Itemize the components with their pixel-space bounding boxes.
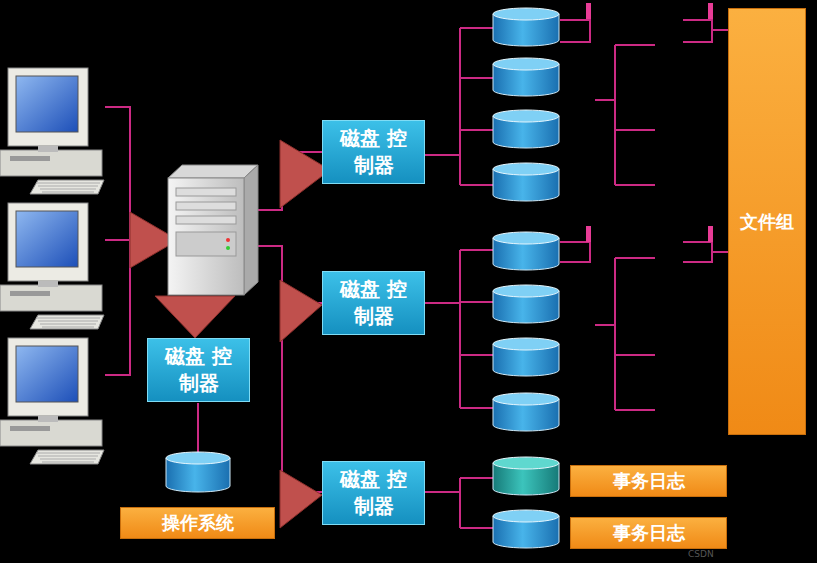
node-label: 操作系统 <box>162 511 234 535</box>
disk <box>493 163 559 201</box>
wire <box>197 403 199 455</box>
disk-controller: 磁盘 控制器 <box>322 461 425 525</box>
watermark: CSDN <box>688 549 714 559</box>
bracket <box>683 5 728 42</box>
wire <box>425 478 493 528</box>
disk <box>493 58 559 96</box>
disk <box>493 393 559 431</box>
wire <box>255 246 322 492</box>
flow-arrow <box>280 470 322 528</box>
node-label: 事务日志 <box>613 469 685 493</box>
bracket <box>560 5 590 42</box>
flow-arrow <box>280 280 322 342</box>
wire <box>425 28 493 185</box>
wire <box>425 250 493 408</box>
node-label: 事务日志 <box>613 521 685 545</box>
disk <box>493 110 559 148</box>
disk <box>493 338 559 376</box>
bracket <box>595 45 655 185</box>
flow-arrow <box>155 296 235 338</box>
node-label: 磁盘 控制器 <box>331 125 416 179</box>
log-bar: 事务日志 <box>570 517 727 549</box>
node-label: 磁盘 控制器 <box>331 466 416 520</box>
computer <box>0 68 104 194</box>
log-bar: 事务日志 <box>570 465 727 497</box>
bracket <box>560 228 590 262</box>
disk <box>493 285 559 323</box>
filegroup-bar: 文件组 <box>728 8 806 435</box>
computer <box>0 338 104 464</box>
node-label: 磁盘 控制器 <box>156 343 241 397</box>
disk <box>493 510 559 548</box>
disk <box>166 452 230 492</box>
wires <box>105 5 728 528</box>
node-label: 磁盘 控制器 <box>331 276 416 330</box>
bracket-tabs <box>586 3 713 242</box>
disk-controller: 磁盘 控制器 <box>322 120 425 184</box>
os-bar: 操作系统 <box>120 507 275 539</box>
disk <box>493 457 559 495</box>
disk <box>493 8 559 46</box>
bracket <box>683 228 728 262</box>
disk <box>493 232 559 270</box>
bracket <box>595 258 655 410</box>
disk-controller: 磁盘 控制器 <box>147 338 250 402</box>
disk-controller: 磁盘 控制器 <box>322 271 425 335</box>
server <box>168 165 258 295</box>
flow-arrows <box>130 140 330 528</box>
computer <box>0 203 104 329</box>
node-label: 文件组 <box>740 210 794 234</box>
